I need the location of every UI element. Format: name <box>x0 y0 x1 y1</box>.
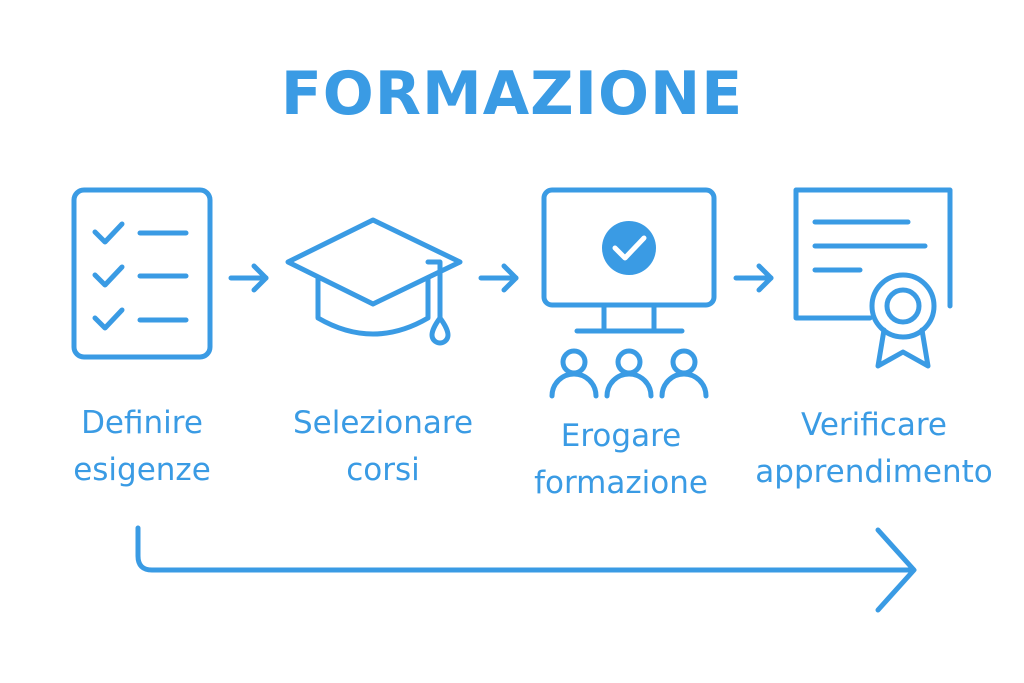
graduation-cap-icon <box>285 217 463 346</box>
check-circle-icon <box>602 221 656 275</box>
step-label-erogare-formazione: Erogare formazione <box>534 418 708 501</box>
diagram-title: FORMAZIONE <box>280 59 744 129</box>
step-label-selezionare-corsi: Selezionare corsi <box>292 405 474 488</box>
arrow-right-icon <box>228 263 269 293</box>
process-flow-arrow <box>135 525 917 613</box>
monitor-audience-icon <box>541 187 717 399</box>
step-label-verificare-apprendimento: Verificare apprendimento <box>755 407 993 490</box>
certificate-icon <box>793 187 953 369</box>
arrow-right-icon <box>733 263 774 293</box>
checklist-icon <box>71 187 213 360</box>
step-label-definire-esigenze: Definire esigenze <box>73 405 211 488</box>
arrow-right-icon <box>478 263 519 293</box>
